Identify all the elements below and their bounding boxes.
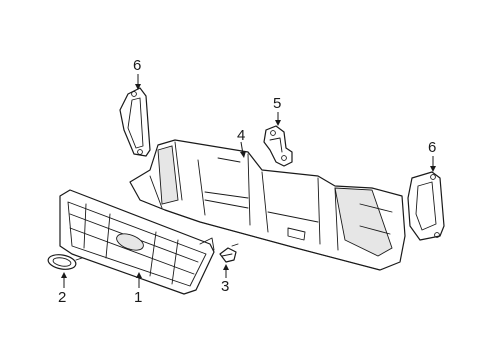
callout-1: 1 <box>134 289 142 306</box>
callout-6-left: 6 <box>133 57 141 74</box>
bracket-left-part <box>119 87 151 157</box>
radiator-support-part <box>129 139 406 271</box>
leader-lines <box>61 74 436 288</box>
callout-6-right: 6 <box>428 139 436 156</box>
emblem-part <box>47 254 83 270</box>
callout-3: 3 <box>221 278 229 295</box>
bracket-center-part <box>263 125 293 167</box>
callout-2: 2 <box>58 289 66 306</box>
callout-5: 5 <box>273 95 281 112</box>
grille-part <box>59 189 215 295</box>
callout-4: 4 <box>237 127 245 144</box>
bracket-right-part <box>407 171 445 241</box>
clip-part <box>219 243 239 263</box>
